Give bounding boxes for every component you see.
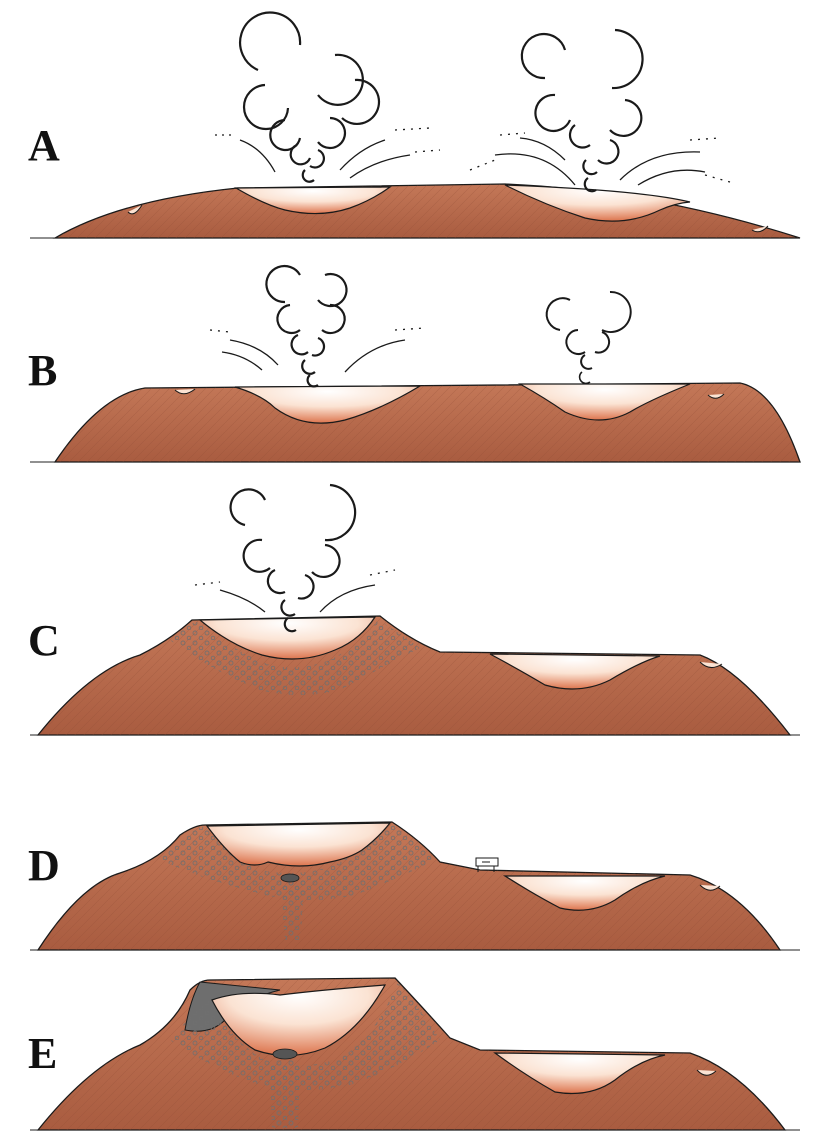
panel-label-c: C <box>28 616 60 665</box>
crater-floor-debris <box>281 874 299 882</box>
panel-label-d: D <box>28 841 60 890</box>
ballistic-arcs-left <box>215 128 440 178</box>
panel-label-a: A <box>28 121 60 170</box>
tephra-conduit <box>270 1060 300 1128</box>
panel-e: E <box>28 978 800 1130</box>
eruption-plume-right <box>522 30 643 191</box>
ballistic-arcs-right <box>470 133 730 185</box>
crater-floor-debris <box>273 1049 297 1059</box>
ballistic-arcs <box>195 570 395 612</box>
panel-d: D <box>28 822 800 950</box>
panel-label-b: B <box>28 346 57 395</box>
eruption-plume <box>231 485 356 631</box>
eruption-plume-left <box>266 266 346 386</box>
eruption-plume-left <box>240 13 379 182</box>
ballistic-arcs-left <box>210 328 425 372</box>
panel-label-e: E <box>28 1029 57 1078</box>
panel-b: B <box>28 266 800 462</box>
panel-a: A <box>28 13 800 238</box>
panel-c: C <box>28 485 800 735</box>
steam-plume-right <box>547 292 631 383</box>
